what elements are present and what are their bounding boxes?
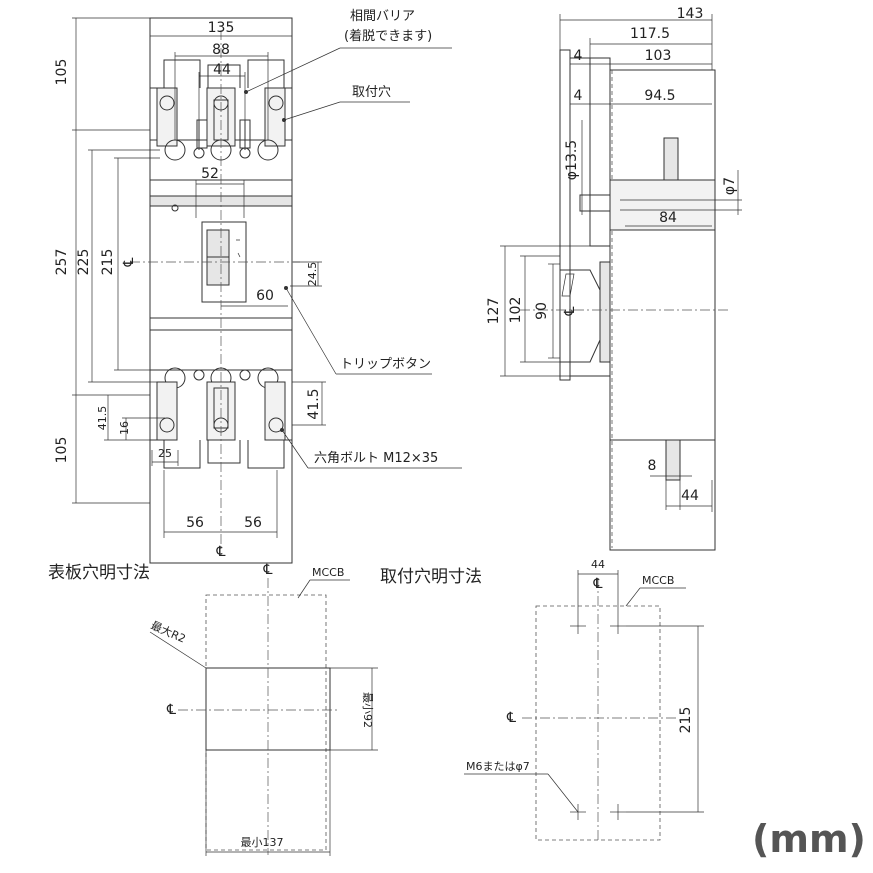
front-dims-bottom: 56 56 ℄ [163,470,278,560]
mount-m6-label: M6またはφ7 [466,760,530,773]
panel-min137: 最小137 [241,836,284,849]
side-dim-phi7: φ7 [722,177,738,195]
label-barrier-note: (着脱できます) [344,28,432,44]
side-view: 143 117.5 103 4 4 94.5 φ13.5 φ7 84 127 1… [486,6,742,551]
side-dim-4b: 4 [574,88,583,104]
mount-dim-215: 215 [678,707,694,734]
mccb-outline [205,594,327,851]
unit-label: (mm) [752,817,866,861]
mount-dim-44: 44 [591,558,605,571]
side-dim-44: 44 [681,488,699,504]
mount-cl-left: ℄ [506,710,516,726]
side-base-plate [559,49,571,381]
side-dim-102: 102 [508,297,524,324]
side-dim-90: 90 [534,302,550,320]
dim-52: 52 [201,166,219,182]
side-dim-94-5: 94.5 [644,88,675,104]
front-body-outline [149,17,293,564]
dim-25: 25 [158,447,172,460]
panel-cl-left: ℄ [166,702,176,718]
panel-cut-title: 表板穴明寸法 [48,563,150,583]
bottom-terminals [150,367,292,469]
side-cl-symbol: ℄ [562,307,578,317]
dim-24-5: 24.5 [306,262,319,287]
dim-60: 60 [256,288,274,304]
mount-drill-diagram: 取付穴明寸法 ℄ ℄ 44 MCCB 215 M6またはφ7 [380,558,704,842]
panel-r2-label: 最大R2 [149,618,188,646]
dim-41-5-right: 41.5 [306,388,322,419]
side-dim-8: 8 [648,458,657,474]
dim-105-bottom: 105 [54,437,70,464]
side-dim-127: 127 [486,298,502,325]
panel-min92: 最小92 [361,692,374,728]
dim-135: 135 [208,20,235,36]
dim-215: 215 [100,249,116,276]
dim-41-5-left: 41.5 [96,406,109,431]
side-dim-top-partial: 143 [677,6,704,22]
panel-cl-top: ℄ [263,562,273,578]
panel-mccb-label: MCCB [312,566,344,579]
mount-drill-title: 取付穴明寸法 [380,567,482,587]
dim-257: 257 [54,249,70,276]
cl-symbol-bottom: ℄ [216,544,226,560]
cl-symbol-left: ℄ [121,258,137,268]
front-dims-left: 105 257 225 215 ℄ 105 41.5 16 25 [54,17,179,504]
label-mount-hole: 取付穴 [352,85,391,100]
mount-holes [570,618,626,820]
dim-88: 88 [212,42,230,58]
panel-cut-diagram: 表板穴明寸法 ℄ ℄ MCCB 最大R2 最小92 最小137 [48,562,378,856]
dim-16: 16 [118,421,131,435]
side-dim-117-5: 117.5 [630,26,670,42]
dim-56-left: 56 [186,515,204,531]
dim-44: 44 [213,62,231,78]
dim-105-top: 105 [54,59,70,86]
front-view: 105 257 225 215 ℄ 105 41.5 16 25 135 88 [54,9,462,564]
label-hex-bolt: 六角ボルト M12×35 [314,451,438,466]
dim-225: 225 [76,249,92,276]
front-dims-top: 135 88 44 52 60 24.5 41.5 [150,20,326,426]
side-dim-phi13-5: φ13.5 [564,140,580,180]
front-callouts: 相間バリア (着脱できます) 取付穴 トリップボタン 六角ボルト M12×35 [244,9,462,469]
dim-56-right: 56 [244,515,262,531]
mount-mccb-label: MCCB [642,574,674,587]
label-barrier: 相間バリア [350,9,415,24]
side-dim-84: 84 [659,210,677,226]
mount-cl-top: ℄ [593,576,603,592]
label-trip-button: トリップボタン [340,357,431,372]
side-dim-103: 103 [645,48,672,64]
side-dim-4a: 4 [574,48,583,64]
